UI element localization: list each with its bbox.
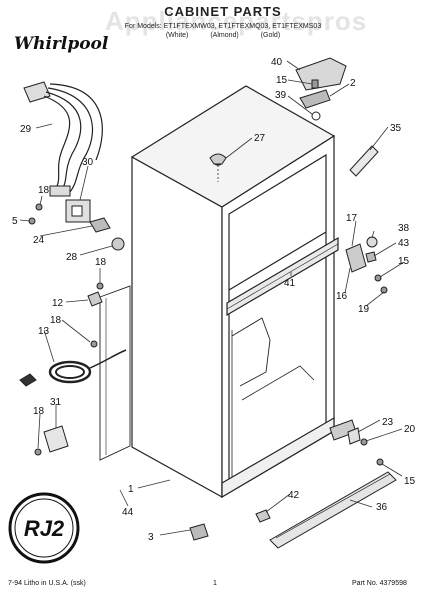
color-almond: (Almond)	[210, 32, 239, 39]
callout-3: 3	[148, 532, 154, 543]
callout-15-top: 15	[276, 75, 288, 86]
cabinet-drawing	[99, 85, 339, 499]
top-hinge	[299, 89, 331, 109]
callout-19: 19	[358, 304, 370, 315]
callout-31: 31	[50, 397, 62, 408]
toe-grille	[269, 471, 397, 549]
badge-text: RJ2	[24, 516, 65, 541]
center-hinge	[345, 243, 367, 273]
callout-18-a: 18	[38, 185, 50, 196]
callout-13: 13	[38, 326, 50, 337]
part-42	[255, 509, 271, 523]
leveling-leg-3	[189, 523, 209, 541]
callout-39: 39	[275, 90, 287, 101]
top-hinge-cover	[295, 57, 347, 91]
callout-40: 40	[271, 57, 283, 68]
callout-23: 23	[382, 417, 394, 428]
part-23	[347, 427, 361, 445]
callout-43: 43	[398, 238, 410, 249]
latch-24	[89, 217, 111, 233]
model-list: For Models: ET1FTEXMW03, ET1FTEXMQ03, ET…	[124, 23, 322, 30]
callout-18-c: 18	[50, 315, 62, 326]
title-block: CABINET PARTS For Models: ET1FTEXMW03, E…	[98, 4, 348, 39]
callout-24: 24	[33, 235, 45, 246]
clip-12	[87, 291, 103, 307]
small-parts	[19, 57, 397, 549]
callout-15-bottom: 15	[404, 476, 416, 487]
color-list: (White) (Almond) (Gold)	[98, 32, 348, 39]
cover-31	[43, 425, 69, 453]
callouts: 40 15 2 39 27 35 29 30 18 5 24 28 18 17 …	[12, 57, 416, 543]
callout-12: 12	[52, 298, 64, 309]
washer-39	[311, 111, 321, 121]
callout-27: 27	[254, 133, 266, 144]
color-white: (White)	[165, 32, 189, 39]
washer-38	[366, 236, 378, 248]
color-gold: (Gold)	[260, 32, 281, 39]
callout-41: 41	[284, 278, 296, 289]
callout-1: 1	[128, 484, 134, 495]
power-cord-coil	[48, 360, 92, 384]
brand-logo: Whirlpool	[6, 14, 108, 54]
wire-harness	[23, 81, 51, 103]
callout-36: 36	[376, 502, 388, 513]
footer-page-number: 1	[213, 580, 217, 587]
bushing-43	[365, 251, 377, 263]
footer-litho: 7-94 Litho in U.S.A. (ssk)	[8, 580, 86, 587]
callout-44: 44	[122, 507, 134, 518]
callout-28: 28	[66, 252, 78, 263]
callout-5: 5	[12, 216, 18, 227]
screw-18-a	[35, 203, 43, 211]
callout-18-d: 18	[33, 406, 45, 417]
cabinet-front	[131, 155, 223, 499]
grommet-28	[111, 237, 125, 251]
leader-lines	[19, 60, 405, 536]
part-35	[349, 145, 379, 177]
callout-29: 29	[20, 124, 32, 135]
rj2-badge: RJ2	[8, 492, 80, 564]
callout-38: 38	[398, 223, 410, 234]
callout-17: 17	[346, 213, 358, 224]
watermark: Appliancepartspros	[105, 6, 368, 36]
brand-name: Whirlpool	[14, 34, 109, 54]
callout-18-b: 18	[95, 257, 107, 268]
callout-16: 16	[336, 291, 348, 302]
callout-42: 42	[288, 490, 300, 501]
page-title: CABINET PARTS	[164, 4, 282, 19]
callout-20: 20	[404, 424, 416, 435]
callout-30: 30	[82, 157, 94, 168]
callout-15-mid: 15	[398, 256, 410, 267]
plug-27	[209, 153, 227, 165]
callout-2: 2	[350, 78, 356, 89]
footer-part-number: Part No. 4379598	[352, 580, 407, 587]
side-panel	[99, 285, 131, 461]
callout-35: 35	[390, 123, 402, 134]
screw-15-top	[311, 79, 319, 89]
